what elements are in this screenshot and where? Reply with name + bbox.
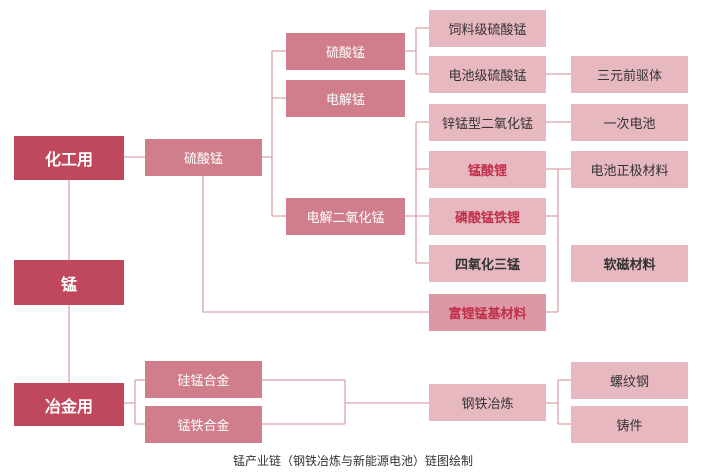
node-lithium-manganate: 锰酸锂 (429, 151, 546, 188)
node-zinc-manganese-dioxide: 锌锰型二氧化锰 (429, 104, 546, 141)
node-trimanganese-tetroxide: 四氧化三锰 (429, 245, 546, 282)
node-lithium-rich-manganese-material: 富锂锰基材料 (429, 294, 546, 331)
node-electrolytic-manganese: 电解锰 (286, 80, 405, 117)
node-soft-magnetic-material: 软磁材料 (571, 245, 688, 282)
node-feed-grade-manganese-sulfate: 饲料级硫酸锰 (429, 10, 546, 47)
figure-caption: 锰产业链（钢铁冶炼与新能源电池）链图绘制 (232, 454, 473, 468)
node-steel-smelting: 钢铁冶炼 (429, 384, 546, 421)
node-rebar: 螺纹钢 (571, 362, 688, 399)
node-battery-cathode-material: 电池正极材料 (571, 151, 688, 188)
node-electrolytic-manganese-dioxide: 电解二氧化锰 (286, 198, 405, 235)
node-silicomanganese-alloy: 硅锰合金 (145, 361, 262, 398)
node-manganese-sulfate-2: 硫酸锰 (286, 33, 405, 70)
node-castings: 铸件 (571, 406, 688, 443)
node-manganese: 锰 (14, 260, 124, 305)
node-lithium-manganese-iron-phosphate: 磷酸锰铁锂 (429, 198, 546, 235)
node-manganese-sulfate: 硫酸锰 (145, 139, 262, 176)
node-ferromanganese-alloy: 锰铁合金 (145, 406, 262, 443)
node-ternary-precursor: 三元前驱体 (571, 56, 688, 93)
node-metallurgical-use: 冶金用 (14, 383, 124, 426)
node-chemical-use: 化工用 (14, 136, 124, 180)
node-battery-grade-manganese-sulfate: 电池级硫酸锰 (429, 56, 546, 93)
node-primary-battery: 一次电池 (571, 104, 688, 141)
